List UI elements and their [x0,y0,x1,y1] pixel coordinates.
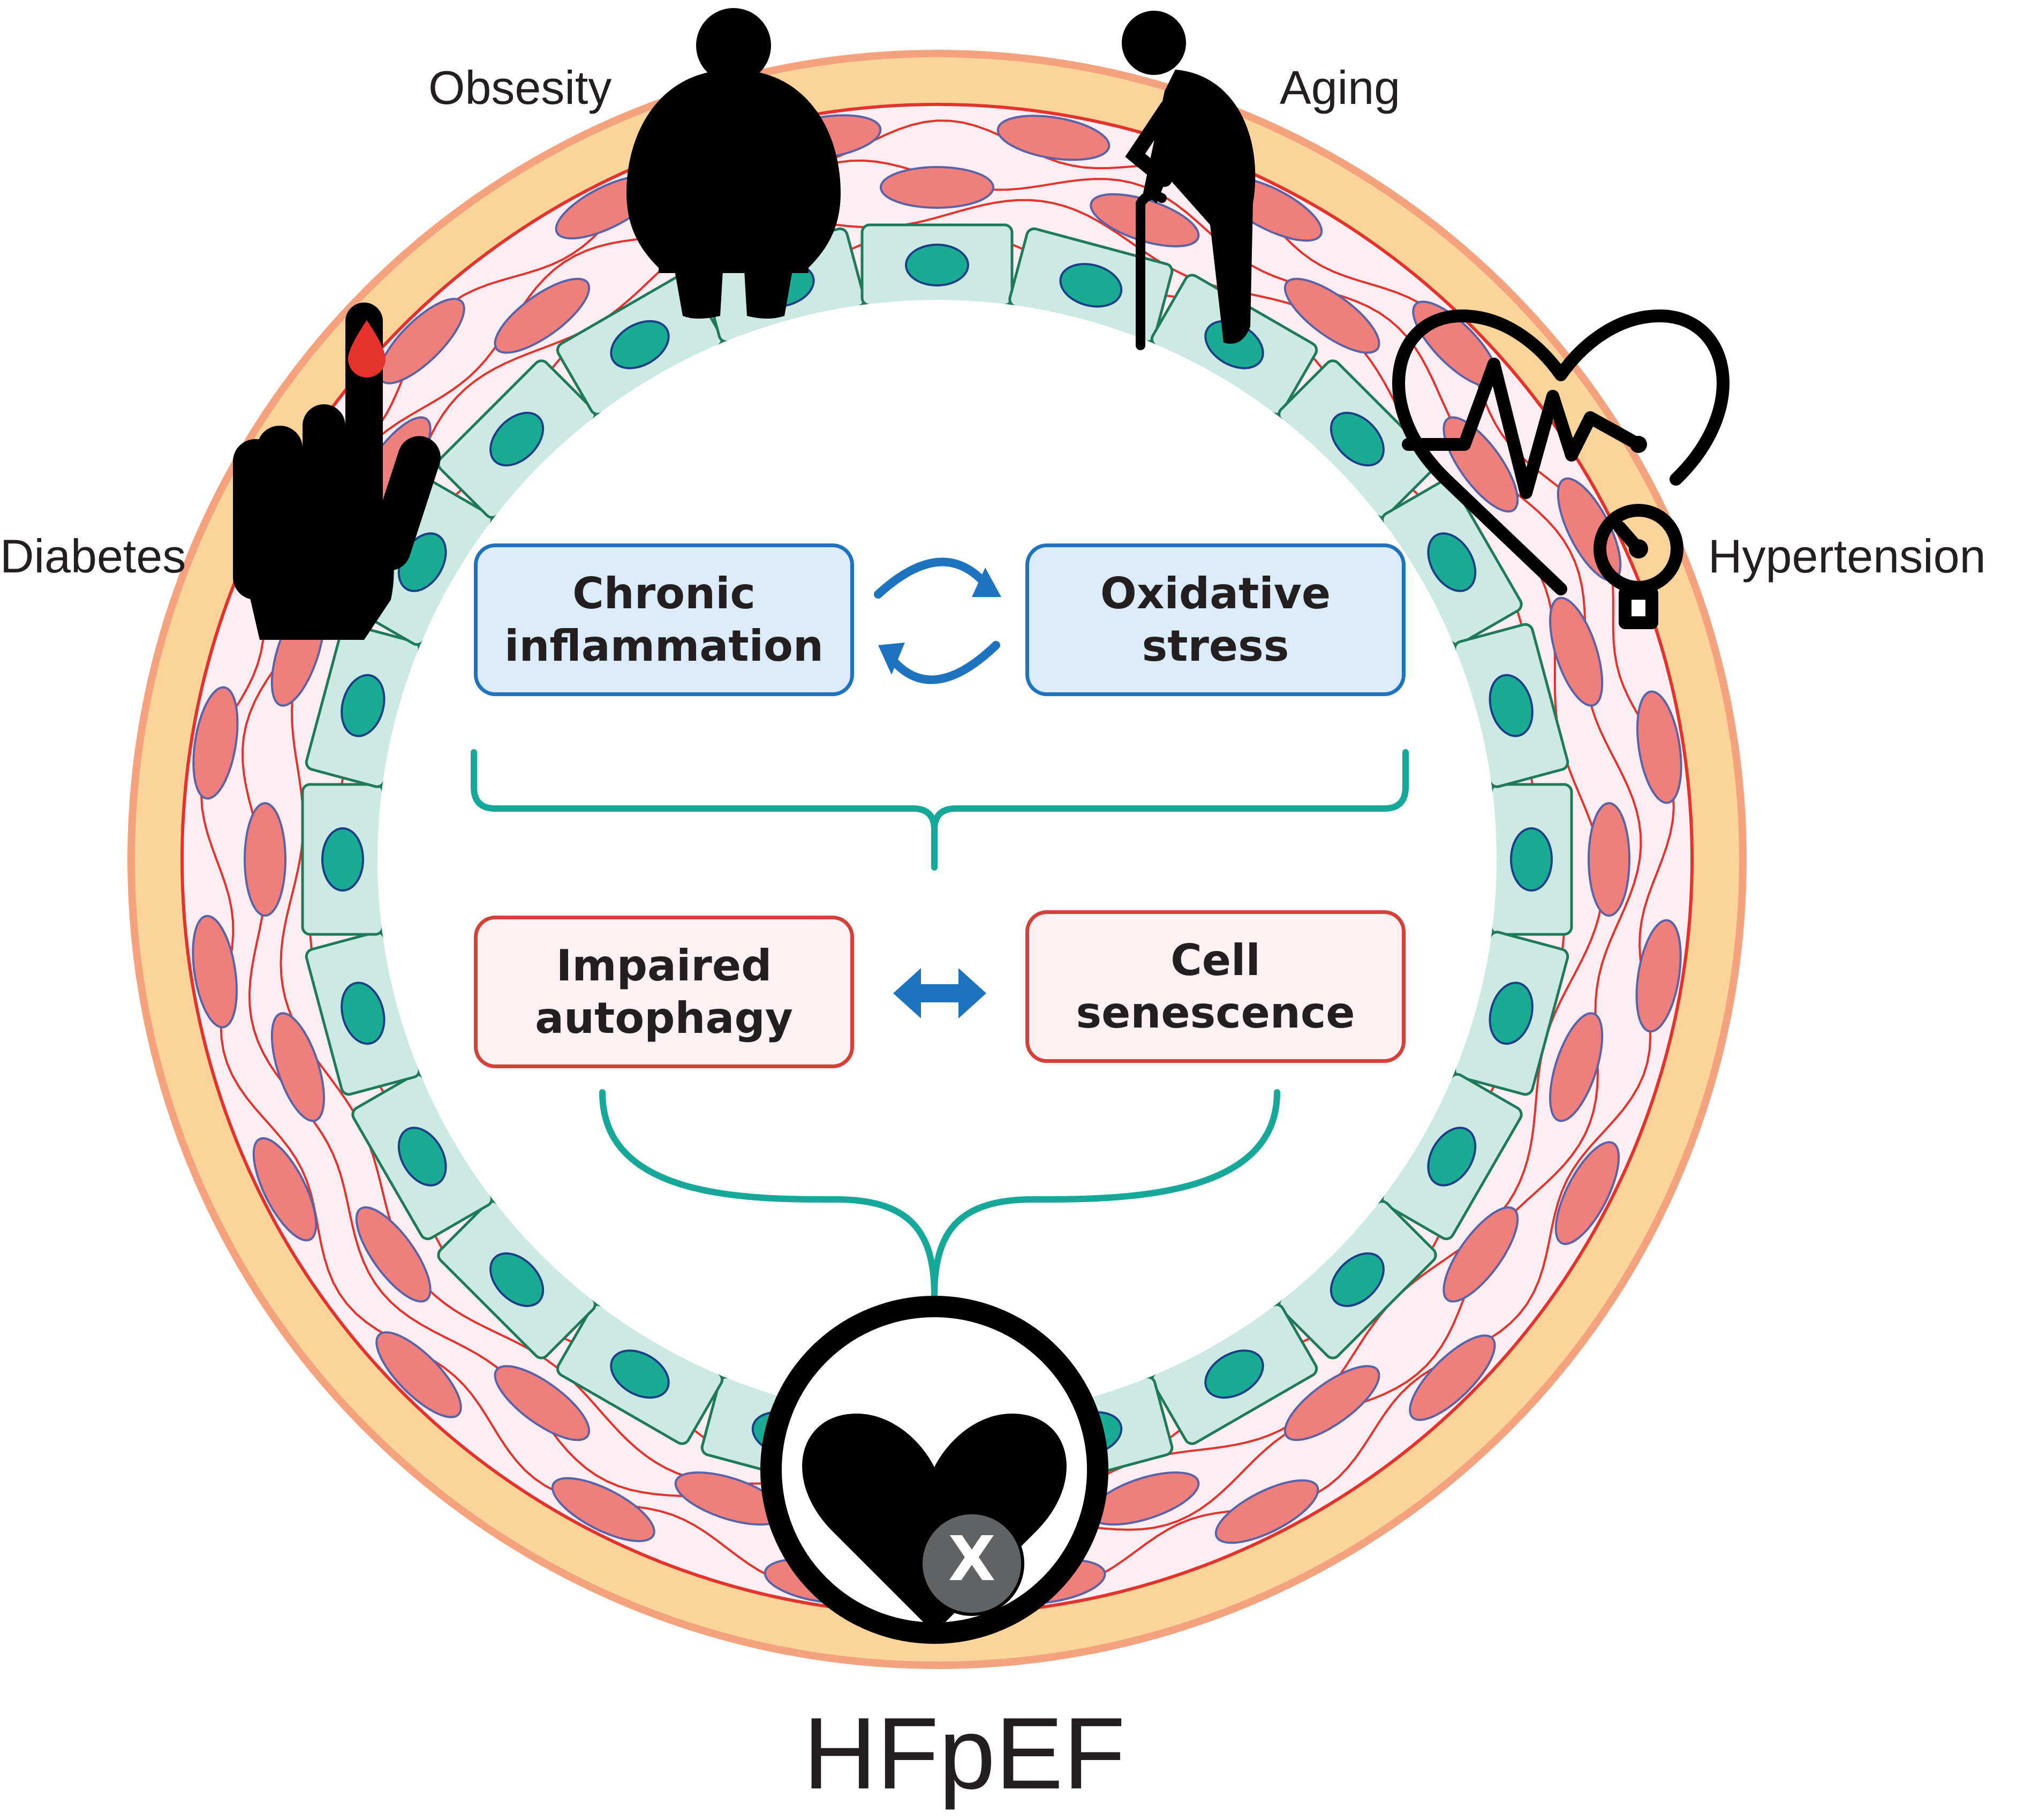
smooth-muscle-cell [1283,1365,1380,1441]
endothelial-cell [860,223,1014,307]
impaired-autophagy-box: Impaired autophagy [474,916,854,1068]
smooth-muscle-cell [1283,277,1380,354]
hypertension-label: Hypertension [1708,530,1986,583]
smooth-muscle-cell [192,915,238,1029]
smooth-muscle-cell [375,1331,462,1418]
smooth-muscle-cell [1636,690,1682,804]
smooth-muscle-cell [1214,1479,1319,1544]
smooth-muscle-cell [996,115,1111,161]
smooth-muscle-cell [1588,802,1630,917]
smooth-muscle-cell [244,802,286,917]
smooth-muscle-cell [1443,1206,1519,1303]
x-badge-letter: X [948,1523,996,1595]
obesity-icon [626,8,841,319]
smooth-muscle-cell [355,1206,432,1303]
endothelial-cell [437,1200,596,1360]
hfpef-label: HFpEF [803,1697,1126,1810]
endothelial-cell [1490,783,1573,936]
upper-bracket [471,749,1409,871]
cycle-arrow-head-left [878,643,905,675]
smooth-muscle-cell [494,277,591,354]
smooth-muscle-cell [192,686,239,800]
obesity-label: Obsesity [428,61,612,114]
wall-fiber [280,199,1605,1526]
smooth-muscle-cell [880,166,994,209]
smooth-muscle-cell [270,1012,325,1122]
impaired-autophagy-text: Impaired autophagy [535,940,793,1043]
smooth-muscle-cell [1554,1141,1620,1245]
aging-icon [1122,11,1256,350]
broken-heart-icon [802,1414,1067,1633]
endothelial-cell [1380,478,1523,646]
endothelial-cell [1150,274,1318,416]
oxidative-stress-text: Oxidative stress [1100,568,1331,671]
x-badge [919,1511,1024,1616]
aging-label: Aging [1280,61,1401,114]
endothelial-cell [1150,1303,1318,1445]
chronic-inflammation-text: Chronic inflammation [504,568,824,671]
chronic-inflammation-box: Chronic inflammation [474,543,854,696]
smooth-muscle-cell [1549,1012,1604,1122]
double-arrow [893,968,986,1018]
smooth-muscle-cell [551,1477,655,1543]
smooth-muscle-cell [494,1365,591,1441]
endothelial-cell [556,1303,724,1445]
endothelial-cell [1278,1200,1437,1360]
cell-senescence-text: Cell senescence [1076,935,1355,1038]
oxidative-stress-box: Oxidative stress [1025,543,1406,696]
cycle-arrow-head-right [972,568,1001,597]
hypertension-icon [1392,309,1730,629]
endothelial-cell [301,783,384,936]
smooth-muscle-cell [252,1137,318,1242]
cell-senescence-box: Cell senescence [1025,910,1406,1063]
cycle-arrows [874,557,1000,684]
smooth-muscle-cell [1635,919,1682,1033]
diabetes-icon [233,303,441,640]
diabetes-label: Diabetes [0,530,186,583]
smooth-muscle-cell [1409,1334,1496,1421]
smooth-muscle-cell [1549,596,1604,707]
